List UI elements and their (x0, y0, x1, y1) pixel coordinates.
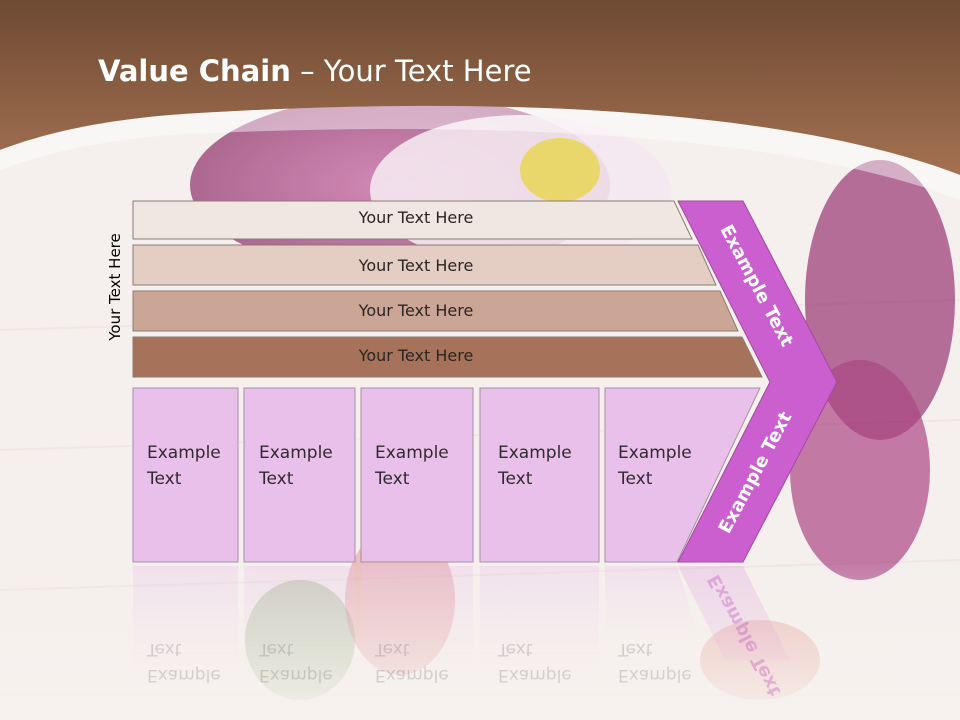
title-rest: – Your Text Here (290, 54, 532, 88)
cell-1-line-2: Text (147, 469, 182, 489)
reflection-cell-3-line-1: Example (375, 665, 449, 685)
reflection-cell-4-line-2: Text (498, 639, 533, 659)
cell-5-line-2: Text (618, 469, 653, 489)
row-shape-3 (132, 290, 739, 332)
row-text-4: Your Text Here (358, 346, 474, 365)
row-shape-4 (132, 336, 763, 378)
cell-1-line-1: Example (147, 443, 221, 463)
bottom-fade (0, 560, 960, 720)
cell-3-line-2: Text (375, 469, 410, 489)
cell-3-line-1: Example (375, 443, 449, 463)
reflection-cell-5-line-1: Example (618, 665, 692, 685)
cell-text-1: Example Text (147, 440, 221, 492)
row-text-2: Your Text Here (358, 256, 474, 275)
cell-2-line-1: Example (259, 443, 333, 463)
reflection-cell-5: Example Text (618, 636, 692, 688)
cell-shape-4 (479, 387, 600, 563)
row-shape-2 (132, 244, 717, 286)
title-bold: Value Chain (98, 54, 291, 88)
vertical-label: Your Text Here (106, 233, 124, 341)
cell-text-2: Example Text (259, 440, 333, 492)
cell-4-line-2: Text (498, 469, 533, 489)
cell-text-4: Example Text (498, 440, 572, 492)
header-band (0, 0, 960, 175)
header-arc-highlight (0, 105, 960, 200)
reflection-cell-3: Example Text (375, 636, 449, 688)
row-text-3: Your Text Here (358, 301, 474, 320)
reflection-cell-3-line-2: Text (375, 639, 410, 659)
reflection-cell-4: Example Text (498, 636, 572, 688)
slide-title: Value Chain – Your Text Here (98, 54, 532, 88)
reflection-cell-2-line-1: Example (259, 665, 333, 685)
row-text-1: Your Text Here (358, 208, 474, 227)
row-shape-1 (132, 200, 693, 240)
cell-shape-3 (360, 387, 474, 563)
cell-shape-1 (132, 387, 239, 563)
reflection-cell-2: Example Text (259, 636, 333, 688)
reflection-cell-1: Example Text (147, 636, 221, 688)
cell-2-line-2: Text (259, 469, 294, 489)
reflection-cell-5-line-2: Text (618, 639, 653, 659)
reflection-cell-1-line-2: Text (147, 639, 182, 659)
reflection-cell-4-line-1: Example (498, 665, 572, 685)
cell-shape-2 (243, 387, 356, 563)
cell-4-line-1: Example (498, 443, 572, 463)
cell-5-line-1: Example (618, 443, 692, 463)
cell-text-3: Example Text (375, 440, 449, 492)
reflection-cell-1-line-1: Example (147, 665, 221, 685)
cell-text-5: Example Text (618, 440, 692, 492)
reflection-cell-2-line-2: Text (259, 639, 294, 659)
